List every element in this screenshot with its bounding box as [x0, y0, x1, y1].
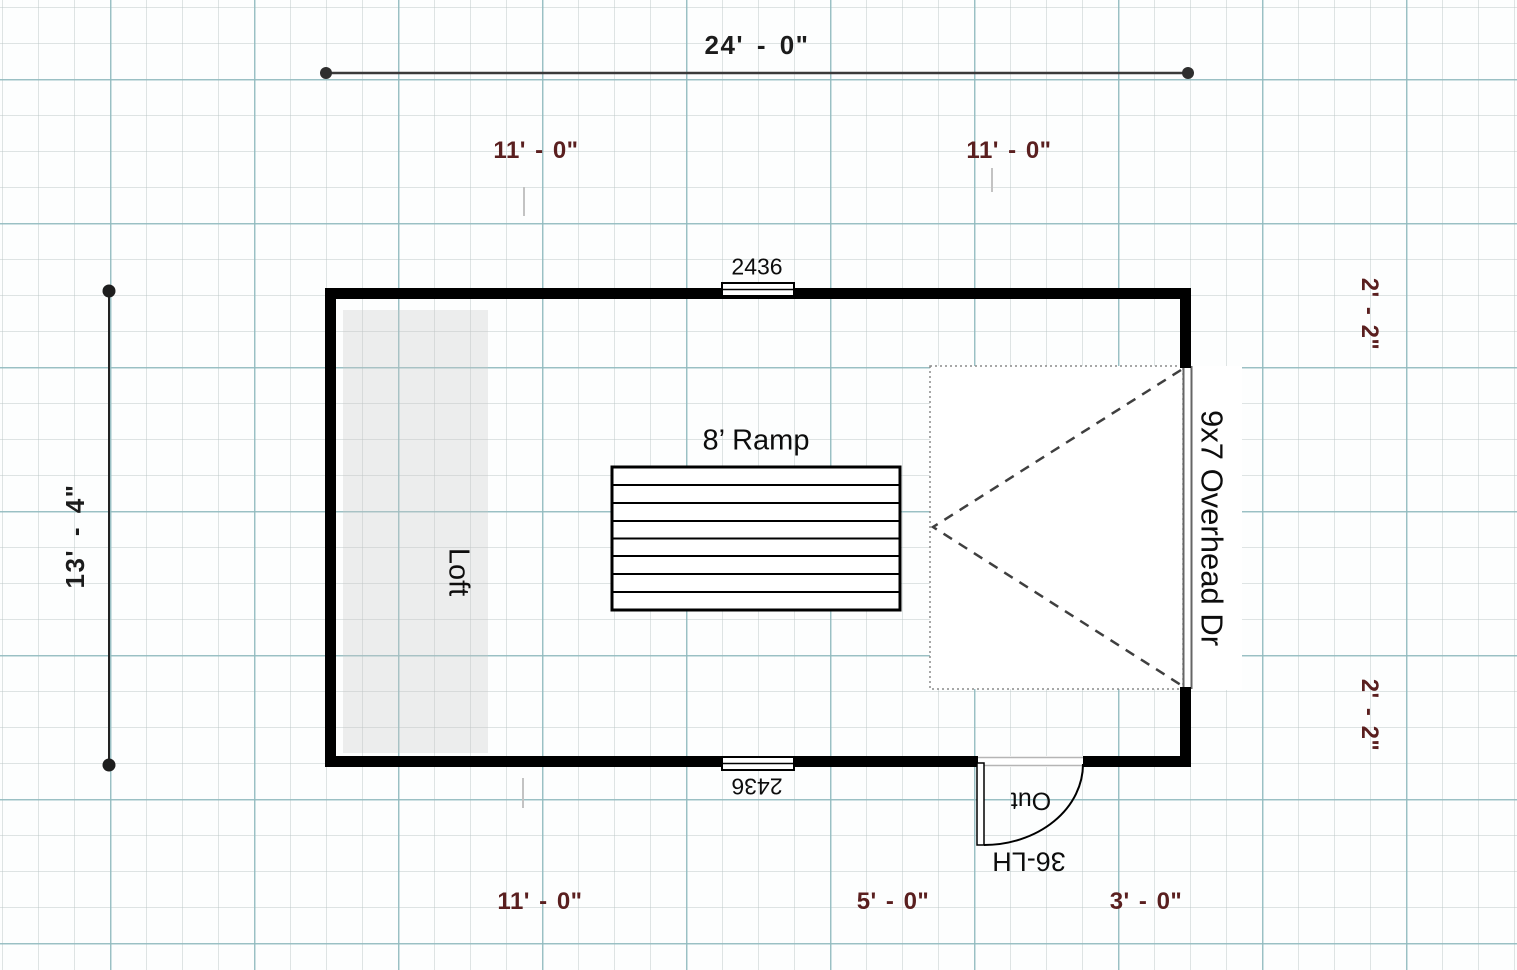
right-wall-upper — [1180, 288, 1191, 368]
entry-door-label: 36-LH — [992, 846, 1066, 877]
bottom-right-segment-dimension: 3' - 0" — [1109, 888, 1183, 915]
window-size-label-bottom: 2436 — [731, 773, 783, 800]
window-bottom — [721, 756, 795, 771]
window-top — [721, 282, 795, 297]
left-wall — [325, 288, 336, 767]
overhead-door-swing-dashed — [930, 368, 1182, 687]
bottom-middle-segment-dimension: 5' - 0" — [856, 888, 930, 915]
entry-door-opening — [978, 756, 1083, 767]
loft-label: Loft — [442, 547, 475, 597]
overall-width-dimension: 24' - 0" — [704, 30, 810, 60]
top-left-segment-dimension: 11' - 0" — [493, 137, 579, 164]
dimension-endpoint-dot — [1182, 67, 1194, 79]
width-dimension-line — [320, 67, 1194, 79]
dimension-extension-ticks — [522, 168, 993, 808]
door-swing-label: Out — [1010, 786, 1052, 815]
dimension-endpoint-dot — [102, 758, 116, 772]
entry-door-swing-arc — [983, 763, 1084, 846]
right-wall-lower — [1180, 687, 1191, 767]
top-right-segment-dimension: 11' - 0" — [966, 137, 1052, 164]
ramp-label: 8’ Ramp — [702, 424, 810, 457]
entry-door — [976, 756, 1084, 846]
ramp-treads — [612, 484, 900, 593]
overhead-door-label-band — [1192, 366, 1242, 690]
ramp — [610, 465, 902, 612]
bottom-wall-right — [1083, 756, 1191, 767]
window-size-label-top: 2436 — [731, 253, 783, 280]
dimension-endpoint-dot — [320, 67, 332, 79]
bottom-left-segment-dimension: 11' - 0" — [497, 888, 583, 915]
loft-area — [343, 310, 488, 753]
right-upper-segment-dimension: 2' - 2" — [1356, 277, 1383, 351]
overhead-door-panel — [1182, 366, 1193, 689]
height-dimension-line — [102, 284, 116, 772]
overall-height-dimension: 13' - 4" — [60, 483, 90, 589]
overhead-door-label: 9x7 Overhead Dr — [1194, 409, 1230, 647]
entry-door-leaf — [976, 762, 985, 846]
right-lower-segment-dimension: 2' - 2" — [1356, 678, 1383, 752]
dimension-endpoint-dot — [102, 284, 116, 298]
overhead-door-clearance — [929, 365, 1184, 690]
bottom-wall-left — [325, 756, 978, 767]
